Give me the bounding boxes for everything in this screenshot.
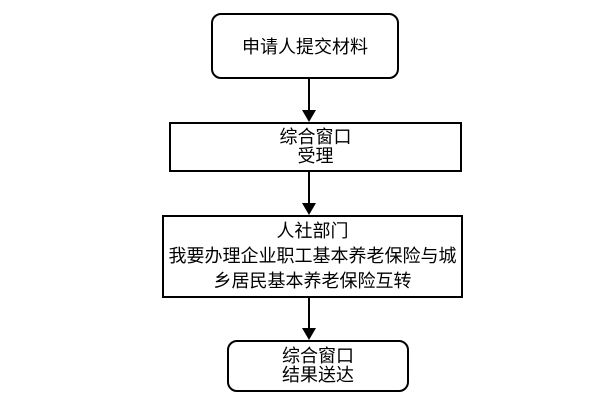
node-text-line: 申请人提交材料 (242, 37, 368, 57)
flow-node-comprehensive-window-deliver: 综合窗口 结果送达 (227, 340, 409, 392)
node-text-line: 乡居民基本养老保险互转 (213, 271, 412, 291)
flow-node-comprehensive-window-accept: 综合窗口 受理 (169, 122, 462, 172)
node-text-line: 我要办理企业职工基本养老保险与城 (168, 246, 457, 266)
flow-connector-3 (302, 298, 316, 340)
node-text-line: 受理 (297, 146, 334, 166)
arrow-down-icon (302, 203, 316, 215)
flow-node-applicant-submit: 申请人提交材料 (211, 13, 399, 79)
arrow-shaft (308, 79, 310, 110)
arrow-shaft (308, 298, 310, 328)
arrow-down-icon (302, 328, 316, 340)
flow-connector-2 (302, 172, 316, 215)
node-text-line: 结果送达 (282, 365, 354, 385)
node-text-line: 人社部门 (276, 221, 349, 241)
flow-node-hr-social-security-department: 人社部门 我要办理企业职工基本养老保险与城 乡居民基本养老保险互转 (162, 215, 463, 298)
flow-connector-1 (302, 79, 316, 122)
node-text-line: 综合窗口 (279, 127, 352, 147)
arrow-shaft (308, 172, 310, 203)
arrow-down-icon (302, 110, 316, 122)
node-text-line: 综合窗口 (282, 346, 354, 366)
